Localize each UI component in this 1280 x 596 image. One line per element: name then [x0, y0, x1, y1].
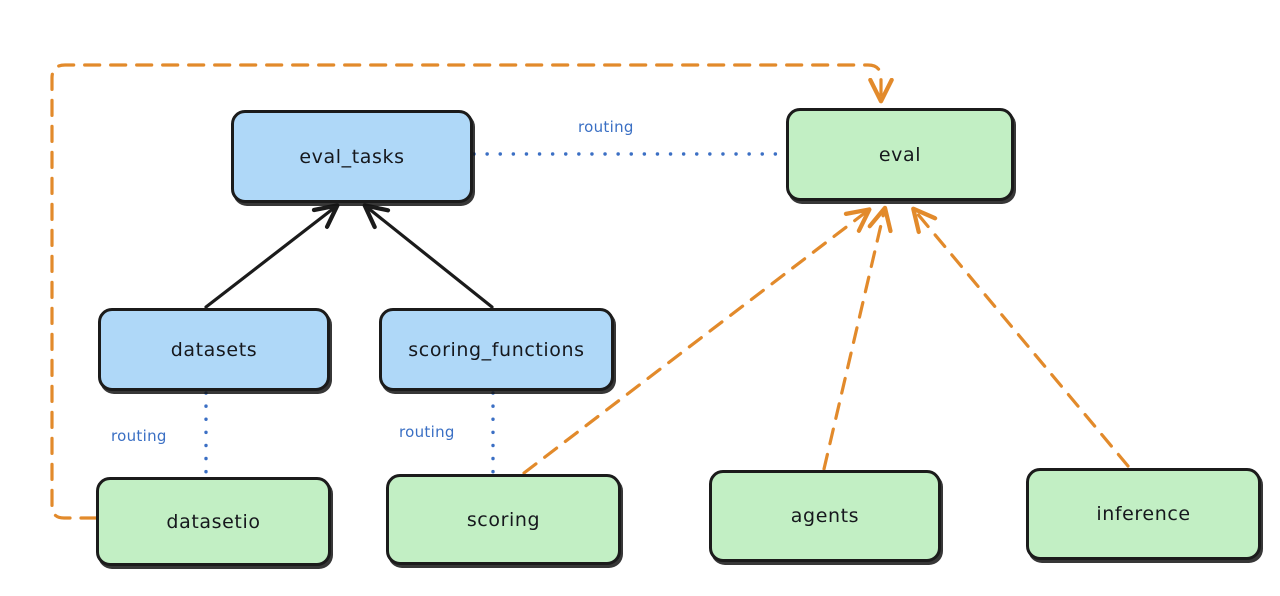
node-scoring-functions[interactable]: scoring_functions	[379, 308, 614, 391]
edge-label-routing-scoring: routing	[399, 423, 455, 441]
edge-label-routing-datasetio: routing	[111, 427, 167, 445]
edge-datasetio-to-eval	[50, 63, 894, 520]
edge-inference-to-eval	[911, 206, 1130, 468]
node-datasets[interactable]: datasets	[98, 308, 330, 391]
node-label-eval: eval	[878, 143, 922, 166]
node-label-datasets: datasets	[170, 338, 258, 361]
edge-scoring-to-eval	[522, 207, 872, 475]
node-label-scoring-functions: scoring_functions	[408, 338, 585, 361]
edge-datasets-to-eval-tasks	[204, 203, 340, 309]
edge-label-routing-eval: routing	[578, 118, 634, 136]
node-datasetio[interactable]: datasetio	[96, 477, 331, 566]
node-eval-tasks[interactable]: eval_tasks	[231, 110, 473, 203]
node-agents[interactable]: agents	[709, 470, 941, 562]
node-label-eval-tasks: eval_tasks	[299, 145, 405, 168]
edge-agents-to-eval	[822, 205, 893, 471]
node-label-inference: inference	[1096, 503, 1191, 525]
node-label-agents: agents	[790, 505, 860, 527]
edge-scoring-functions-to-eval-tasks	[362, 203, 494, 309]
node-label-datasetio: datasetio	[166, 510, 261, 533]
node-label-scoring: scoring	[466, 508, 541, 531]
node-inference[interactable]: inference	[1026, 468, 1261, 560]
node-scoring[interactable]: scoring	[386, 474, 621, 565]
node-eval[interactable]: eval	[786, 108, 1014, 201]
